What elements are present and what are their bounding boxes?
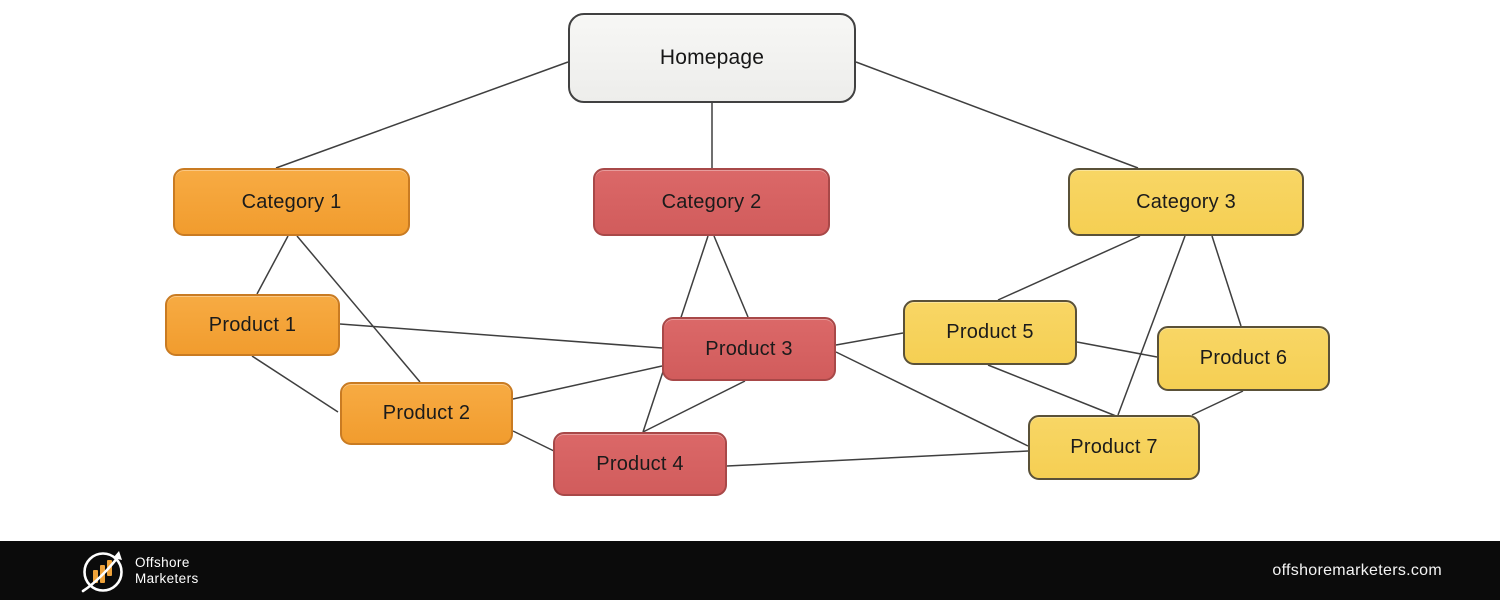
edge-product-3-product-5 [835, 332, 904, 346]
node-category-1: Category 1 [173, 168, 410, 236]
brand-lockup: Offshore Marketers [80, 548, 199, 594]
node-label: Product 6 [1199, 347, 1288, 369]
edge-product-5-product-6 [1076, 341, 1158, 358]
edge-category-3-product-6 [1211, 235, 1242, 327]
edge-category-2-product-3 [713, 235, 749, 318]
edge-product-3-product-4 [642, 380, 746, 433]
edge-product-4-product-7 [726, 450, 1029, 467]
node-label: Product 5 [946, 321, 1034, 343]
node-category-2: Category 2 [593, 168, 830, 236]
node-category-3: Category 3 [1068, 168, 1304, 236]
edge-category-3-product-7 [1117, 235, 1186, 416]
edge-homepage-category-3 [855, 61, 1139, 169]
node-product-4: Product 4 [553, 432, 727, 496]
node-product-5: Product 5 [903, 300, 1077, 365]
footer-bar: Offshore Marketers offshoremarketers.com [0, 541, 1500, 600]
node-product-2: Product 2 [340, 382, 513, 445]
website-text: offshoremarketers.com [1272, 561, 1442, 579]
node-product-3: Product 3 [662, 317, 836, 381]
node-label: Category 2 [661, 190, 762, 213]
node-label: Product 7 [1070, 436, 1158, 458]
edge-category-3-product-5 [997, 235, 1141, 301]
brand-line1: Offshore [135, 554, 190, 570]
edge-homepage-category-1 [275, 61, 569, 169]
edge-product-1-product-3 [339, 323, 663, 349]
node-label: Product 3 [705, 337, 793, 360]
edge-product-6-product-7 [1191, 390, 1244, 416]
node-label: Category 3 [1136, 190, 1236, 213]
node-product-7: Product 7 [1028, 415, 1200, 480]
node-label: Product 1 [208, 313, 297, 336]
node-product-6: Product 6 [1157, 326, 1330, 391]
edge-product-3-product-7 [835, 351, 1029, 447]
edge-product-1-product-2 [251, 355, 339, 413]
edge-category-1-product-1 [256, 235, 289, 295]
node-label: Product 4 [596, 452, 684, 475]
node-label: Product 2 [382, 402, 471, 424]
edge-product-2-product-3 [512, 365, 663, 400]
brand-line2: Marketers [135, 570, 199, 586]
node-homepage: Homepage [568, 13, 856, 103]
node-label: Homepage [659, 46, 765, 69]
node-label: Category 1 [241, 190, 342, 213]
edge-product-2-product-4 [512, 430, 557, 453]
offshore-marketers-logo-icon [81, 550, 123, 592]
node-product-1: Product 1 [165, 294, 340, 356]
edge-product-5-product-7 [987, 364, 1117, 417]
brand-text: Offshore Marketers [135, 555, 199, 587]
edge-category-1-product-2 [296, 235, 421, 383]
